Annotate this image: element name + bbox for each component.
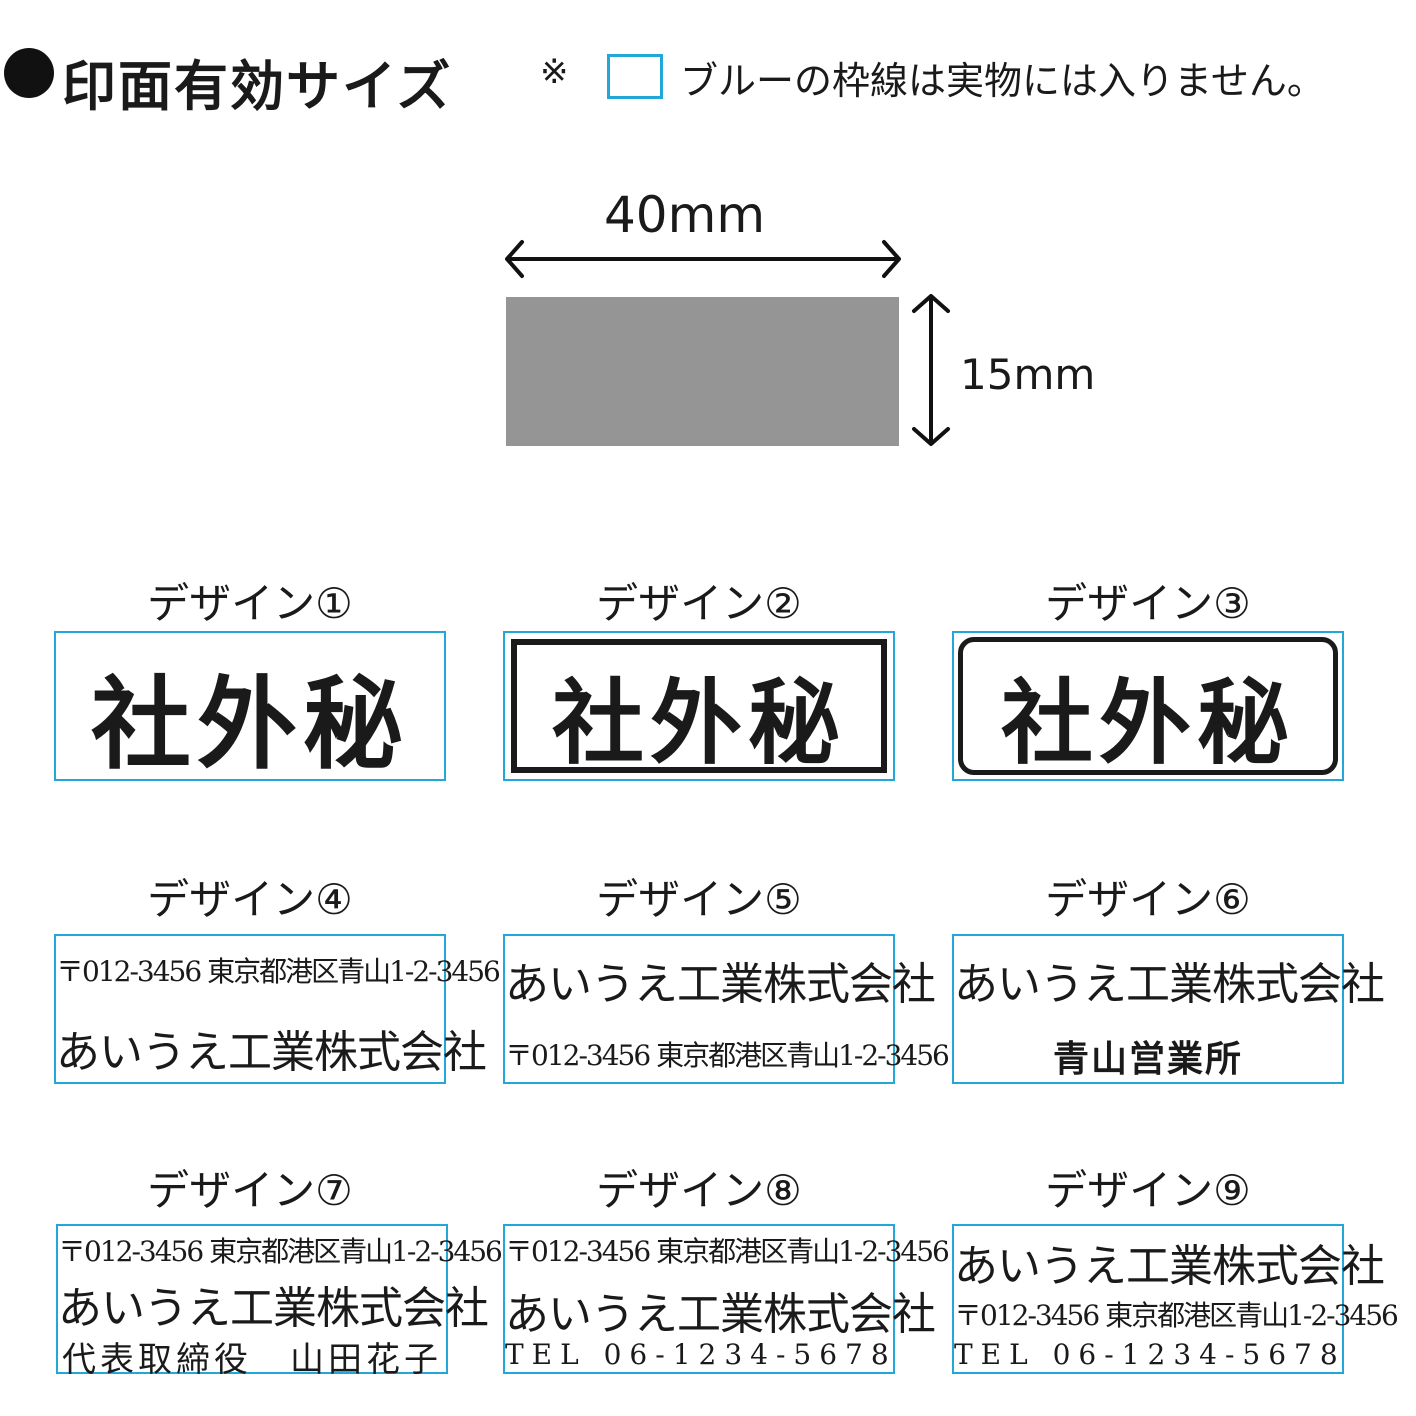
design-8-stamp[interactable]: 〒012-3456 東京都港区青山1-2-3456 あいうえ工業株式会社 TEL… [503, 1224, 950, 1374]
square-frame [511, 639, 887, 773]
design-4-label: デザイン④ [147, 875, 353, 924]
stamp-company: あいうえ工業株式会社 [58, 1283, 489, 1334]
stamp-main-text: 社外秘 [91, 665, 409, 783]
height-label: 15mm [960, 350, 1096, 399]
blue-frame-swatch-icon [607, 54, 663, 99]
stamp-company: あいうえ工業株式会社 [954, 959, 1385, 1010]
design-5-label: デザイン⑤ [596, 875, 802, 924]
design-4-stamp[interactable]: 〒012-3456 東京都港区青山1-2-3456 あいうえ工業株式会社 [54, 934, 501, 1084]
stamp-tel: TEL 06-1234-5678 [505, 1338, 897, 1371]
bullet-icon [4, 48, 54, 98]
design-8-label: デザイン⑧ [596, 1166, 802, 1215]
stamp-company: あいうえ工業株式会社 [505, 1289, 936, 1340]
design-7-label: デザイン⑦ [147, 1166, 353, 1215]
design-9-label: デザイン⑨ [1045, 1166, 1251, 1215]
stamp-company: あいうえ工業株式会社 [56, 1027, 487, 1078]
width-arrow-icon [505, 240, 901, 278]
design-1-label: デザイン① [147, 579, 353, 628]
design-2-stamp[interactable]: 社外秘 [503, 631, 895, 781]
design-3-label: デザイン③ [1045, 579, 1251, 628]
design-7-stamp[interactable]: 〒012-3456 東京都港区青山1-2-3456 あいうえ工業株式会社 代表取… [56, 1224, 503, 1380]
stamp-tel: TEL 06-1234-5678 [954, 1338, 1346, 1371]
stamp-main-text: 社外秘 [551, 669, 846, 777]
design-5-stamp[interactable]: あいうえ工業株式会社 〒012-3456 東京都港区青山1-2-3456 [503, 934, 950, 1084]
stamp-main-text: 社外秘 [1000, 669, 1295, 777]
page-title: 印面有効サイズ [62, 55, 453, 118]
stamp-office: 青山営業所 [1052, 1038, 1243, 1080]
stamp-address: 〒012-3456 東京都港区青山1-2-3456 [505, 1235, 950, 1268]
design-6-stamp[interactable]: あいうえ工業株式会社 青山営業所 [952, 934, 1385, 1084]
impression-area [506, 297, 899, 446]
stamp-address: 〒012-3456 東京都港区青山1-2-3456 [58, 1235, 503, 1268]
stamp-address: 〒012-3456 東京都港区青山1-2-3456 [505, 1039, 950, 1072]
stamp-company: あいうえ工業株式会社 [954, 1241, 1385, 1292]
stamp-address: 〒012-3456 東京都港区青山1-2-3456 [954, 1299, 1399, 1332]
stamp-company: あいうえ工業株式会社 [505, 959, 936, 1010]
stamp-address: 〒012-3456 東京都港区青山1-2-3456 [56, 955, 501, 988]
design-1-stamp[interactable]: 社外秘 [54, 631, 446, 783]
design-6-label: デザイン⑥ [1045, 875, 1251, 924]
design-2-label: デザイン② [596, 579, 802, 628]
design-3-stamp[interactable]: 社外秘 [952, 631, 1344, 781]
height-arrow-icon [912, 294, 950, 446]
header: 印面有効サイズ ※ ブルーの枠線は実物には入りません。 [0, 38, 1416, 118]
design-9-stamp[interactable]: あいうえ工業株式会社 〒012-3456 東京都港区青山1-2-3456 TEL… [952, 1224, 1399, 1374]
stamp-person: 代表取締役 山田花子 [62, 1340, 442, 1380]
rounded-frame [958, 637, 1338, 775]
width-label: 40mm [604, 186, 766, 244]
note-mark: ※ [540, 52, 569, 92]
note-text: ブルーの枠線は実物には入りません。 [680, 59, 1325, 103]
